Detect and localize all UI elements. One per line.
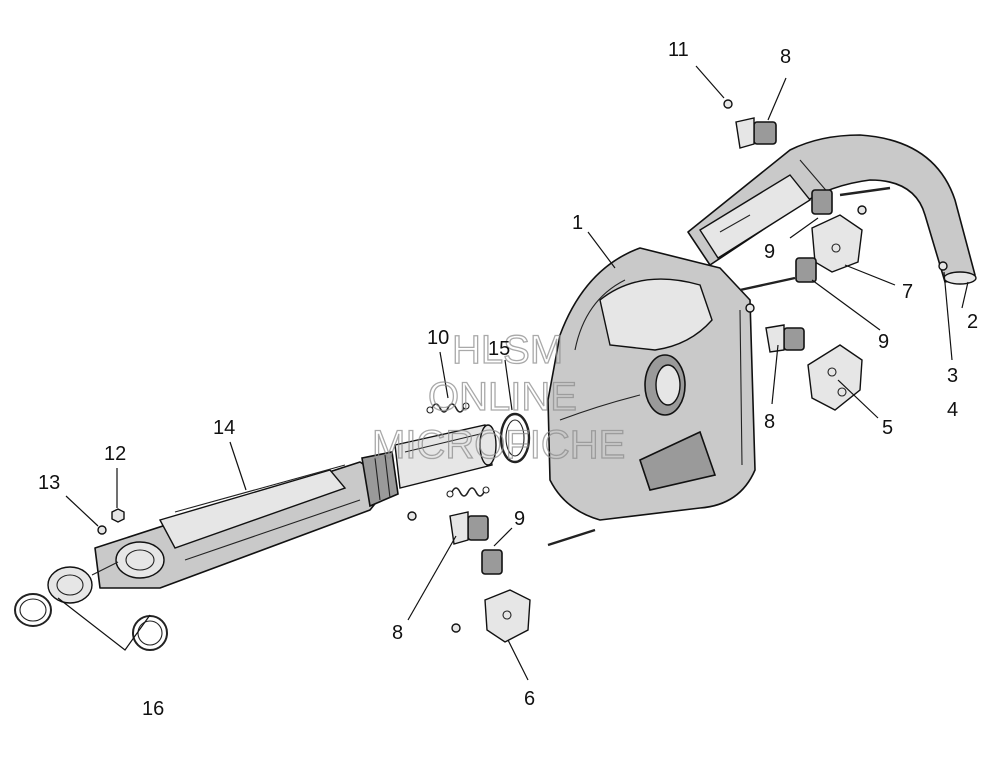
mid-pipe[interactable] [394, 424, 497, 489]
watermark-line-3: MICROFICHE [372, 423, 625, 467]
callout-8c: 8 [392, 622, 403, 644]
callout-12: 12 [104, 443, 126, 465]
callout-13: 13 [38, 472, 60, 494]
rubber-damper-e[interactable] [449, 511, 489, 545]
callout-15: 15 [488, 338, 510, 360]
bolt-12[interactable] [111, 508, 125, 523]
tailpipe[interactable] [687, 134, 977, 285]
header-pipe[interactable] [94, 451, 399, 589]
callout-5: 5 [882, 417, 893, 439]
mount-bracket-7[interactable] [811, 214, 863, 273]
callout-8b: 8 [764, 411, 775, 433]
callout-labels: 1 2 3 4 5 6 7 8 8 8 9 9 9 10 11 12 13 14… [38, 39, 978, 720]
rubber-damper-c[interactable] [795, 257, 817, 283]
bolt-mount-a[interactable] [857, 205, 867, 215]
callout-11: 11 [668, 39, 689, 61]
callout-9a: 9 [764, 241, 775, 263]
muffler-gasket[interactable] [499, 412, 531, 464]
rubber-damper-f[interactable] [481, 549, 503, 575]
mount-bracket-6[interactable] [484, 589, 531, 643]
bolt-mount-b[interactable] [745, 303, 755, 313]
port-gasket-right[interactable] [132, 615, 168, 651]
callout-7: 7 [902, 281, 913, 303]
callout-4: 4 [947, 399, 958, 421]
port-gasket-left[interactable] [14, 593, 52, 627]
muffler-body[interactable] [547, 247, 756, 521]
callout-10: 10 [427, 327, 449, 349]
mount-rod-lower[interactable] [547, 528, 596, 547]
callout-9b: 9 [878, 331, 889, 353]
watermark-line-2: ONLINE [428, 375, 577, 419]
callout-14: 14 [213, 417, 235, 439]
nut-13[interactable] [97, 525, 107, 535]
rubber-damper-b[interactable] [811, 189, 833, 215]
watermark: HLSM ONLINE MICROFICHE [371, 327, 626, 467]
callout-8a: 8 [780, 46, 791, 68]
callout-2: 2 [967, 311, 978, 333]
rubber-damper-d[interactable] [765, 324, 805, 353]
watermark-line-1: HLSM [452, 328, 563, 372]
bolt-11[interactable] [723, 99, 733, 109]
spring-lower[interactable] [446, 486, 490, 498]
callout-6: 6 [524, 688, 535, 710]
mount-bracket-5[interactable] [807, 344, 863, 411]
callout-9c: 9 [514, 508, 525, 530]
callout-3: 3 [947, 365, 958, 387]
header-flange[interactable] [47, 541, 165, 604]
mount-rod-upper[interactable] [739, 186, 891, 292]
rubber-damper-a[interactable] [735, 117, 777, 149]
callout-16: 16 [142, 698, 164, 720]
spring-upper[interactable] [426, 402, 470, 414]
bolt-mount-d[interactable] [451, 623, 461, 633]
bolt-mount-c[interactable] [407, 511, 417, 521]
leader-lines [57, 65, 969, 681]
clip-3[interactable] [938, 261, 948, 271]
callout-1: 1 [572, 212, 583, 234]
